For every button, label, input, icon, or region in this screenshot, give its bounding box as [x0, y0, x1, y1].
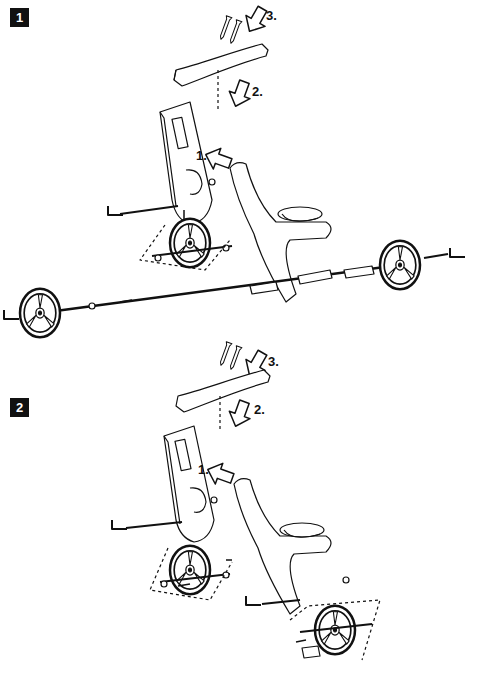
- step-number-box: 2: [10, 398, 29, 417]
- callout-number: 1.: [196, 148, 207, 163]
- callout-number: 3.: [266, 8, 277, 23]
- step-number: 1: [10, 8, 29, 27]
- callout-number: 2.: [252, 84, 263, 99]
- panel-2: [112, 342, 380, 660]
- callout-number: 2.: [254, 402, 265, 417]
- callout-number: 3.: [268, 354, 279, 369]
- panel-1: [4, 3, 465, 337]
- step-number: 2: [10, 398, 29, 417]
- step-number-box: 1: [10, 8, 29, 27]
- callout-number: 1.: [198, 462, 209, 477]
